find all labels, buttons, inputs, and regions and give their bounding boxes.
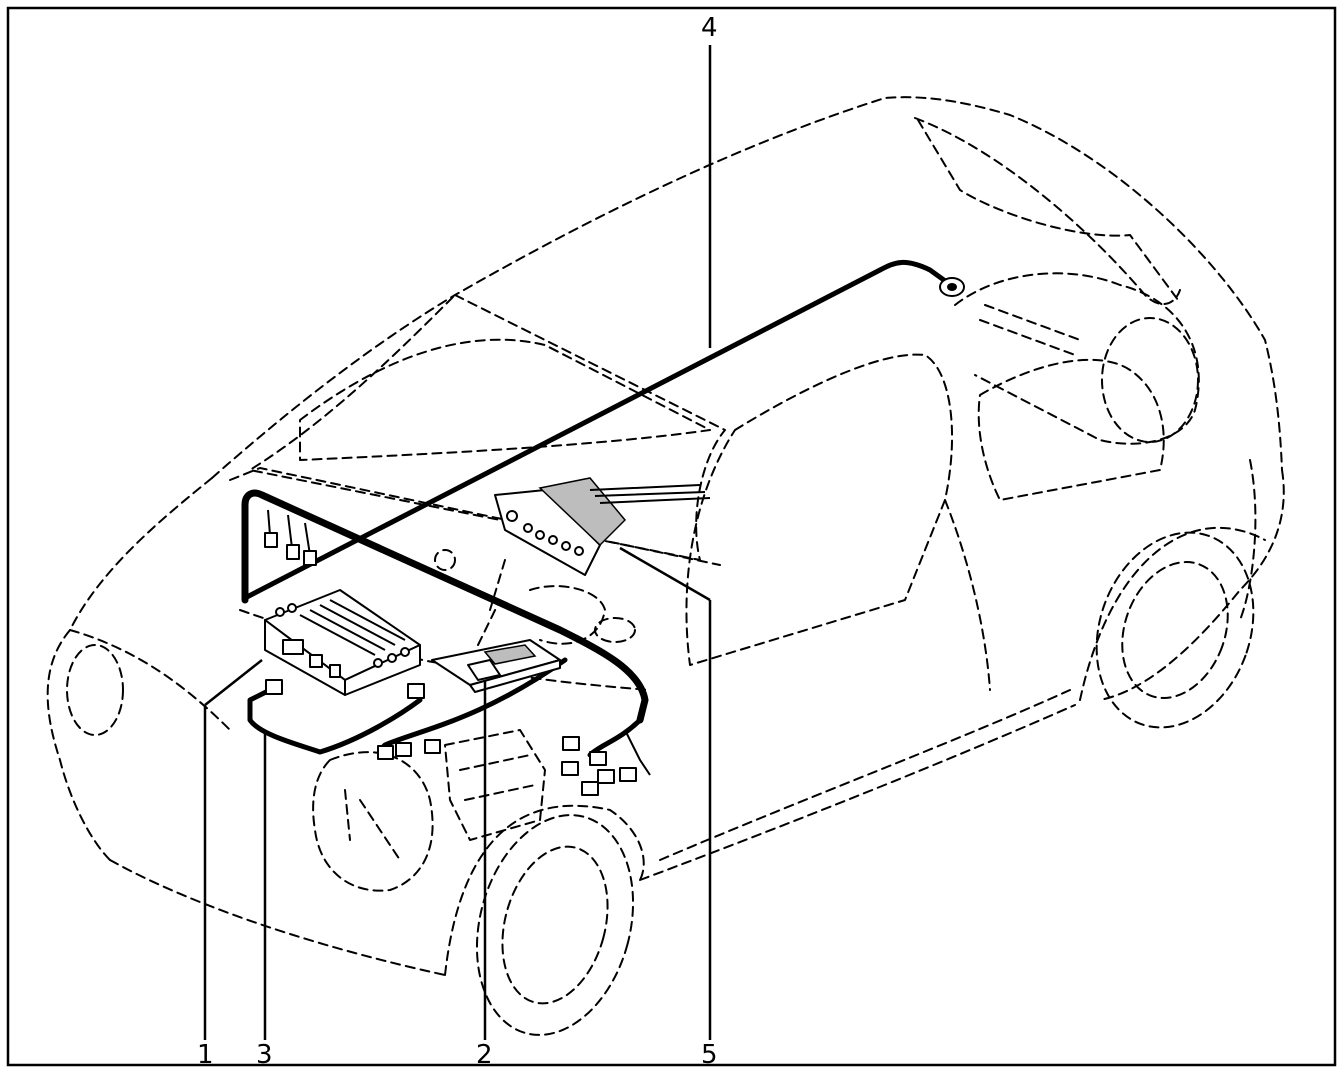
rear-antenna-cable xyxy=(242,260,951,601)
callout-5: 5 xyxy=(701,1040,718,1070)
antenna-connector xyxy=(939,277,965,297)
control-panel-unit xyxy=(489,477,711,611)
callout-1: 1 xyxy=(197,1040,214,1070)
main-harness-cable xyxy=(241,489,649,724)
ecu-harness xyxy=(247,657,568,760)
callout-2: 2 xyxy=(476,1040,493,1070)
engine-bay-sketch xyxy=(312,549,636,892)
callout-leaders xyxy=(203,45,712,1040)
relay-plate xyxy=(431,599,561,693)
harness-plugs-left xyxy=(264,509,317,566)
callout-4: 4 xyxy=(701,13,718,43)
diagram-frame xyxy=(6,6,1337,1067)
ecu-control-unit xyxy=(264,589,421,696)
callout-3: 3 xyxy=(256,1040,273,1070)
harness-right-branch xyxy=(561,717,651,796)
